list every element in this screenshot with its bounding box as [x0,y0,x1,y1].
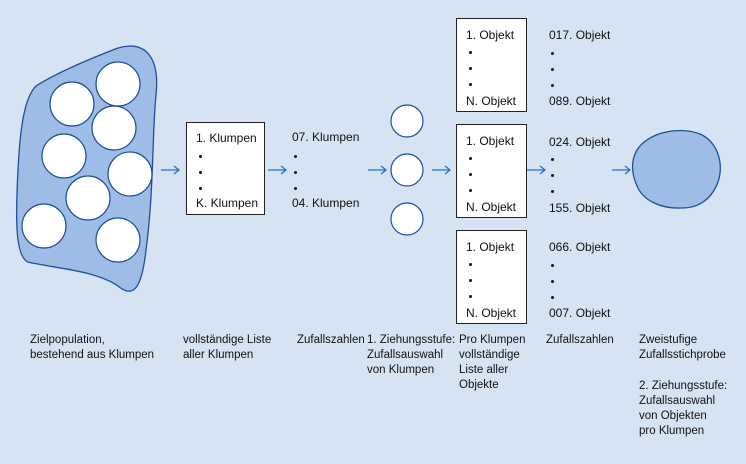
cluster-circle [65,175,111,221]
cluster-list-first: 1. Klumpen [196,131,257,145]
caption-population: Zielpopulation, bestehend aus Klumpen [30,334,155,361]
cluster-circle [21,203,67,249]
random-object-first: 024. Objekt [549,135,611,149]
list-dot [551,158,554,161]
arrow-icon [268,165,288,175]
list-dot [469,157,472,160]
caption-random-numbers-2: Zufallszahlen [546,334,614,346]
list-dot [469,51,472,54]
list-dot [469,263,472,266]
selected-cluster-circle [390,202,424,236]
object-list-last: N. Objekt [466,200,517,214]
list-dot [551,174,554,177]
random-object-last: 007. Objekt [549,306,611,320]
arrow-icon [527,165,547,175]
arrow-icon [161,165,181,175]
object-list-last: N. Objekt [466,94,517,108]
list-dot [469,279,472,282]
selected-cluster-circle [390,104,424,138]
random-object-last: 089. Objekt [549,94,611,108]
cluster-circle [41,133,87,179]
object-list-first: 1. Objekt [466,134,515,148]
selected-clusters [390,104,424,236]
object-list-box: 1. Objekt N. Objekt [456,18,527,112]
cluster-circles [21,61,153,263]
cluster-circle [95,217,141,263]
list-dot [551,296,554,299]
arrow-icon [432,165,452,175]
flow-arrows [161,165,632,175]
list-dot [294,155,297,158]
list-dot [294,171,297,174]
list-dot [199,155,202,158]
list-dot [469,173,472,176]
caption-result: Zweistufige Zufallsstichprobe [639,334,726,361]
random-cluster-last: 04. Klumpen [292,196,360,210]
list-dot [551,190,554,193]
selected-cluster-circle [390,153,424,187]
list-dot [294,187,297,190]
random-object-last: 155. Objekt [549,201,611,215]
random-cluster-first: 07. Klumpen [292,130,360,144]
list-dot [551,280,554,283]
list-dot [551,52,554,55]
list-dot [469,83,472,86]
caption-random-numbers-1: Zufallszahlen [297,334,365,346]
list-dot [551,84,554,87]
list-dot [551,68,554,71]
cluster-circle [49,81,95,127]
object-list-last: N. Objekt [466,306,517,320]
list-dot [469,295,472,298]
cluster-list-last: K. Klumpen [196,196,259,210]
object-list-box: 1. Objekt N. Objekt [456,124,527,218]
arrow-icon [368,165,388,175]
caption-per-cluster: Pro Klumpen vollständige Liste aller Obj… [459,334,526,391]
sample-blob [631,129,721,209]
cluster-circle [107,151,153,197]
caption-complete-list: vollständige Liste aller Klumpen [183,334,272,361]
list-dot [551,264,554,267]
cluster-circle [91,105,137,151]
list-dot [469,189,472,192]
list-dot [199,171,202,174]
list-dot [469,67,472,70]
random-object-first: 066. Objekt [549,240,611,254]
caption-stage-1: 1. Ziehungsstufe: Zufallsauswahl von Klu… [367,334,456,376]
cluster-list-box: 1. Klumpen K. Klumpen [186,122,265,215]
random-object-first: 017. Objekt [549,28,611,42]
caption-stage-2: 2. Ziehungsstufe: Zufallsauswahl von Obj… [639,380,728,437]
object-list-first: 1. Objekt [466,240,515,254]
object-list-box: 1. Objekt N. Objekt [456,230,527,324]
cluster-circle [95,61,141,107]
list-dot [199,187,202,190]
object-list-first: 1. Objekt [466,28,515,42]
arrow-icon [612,165,632,175]
